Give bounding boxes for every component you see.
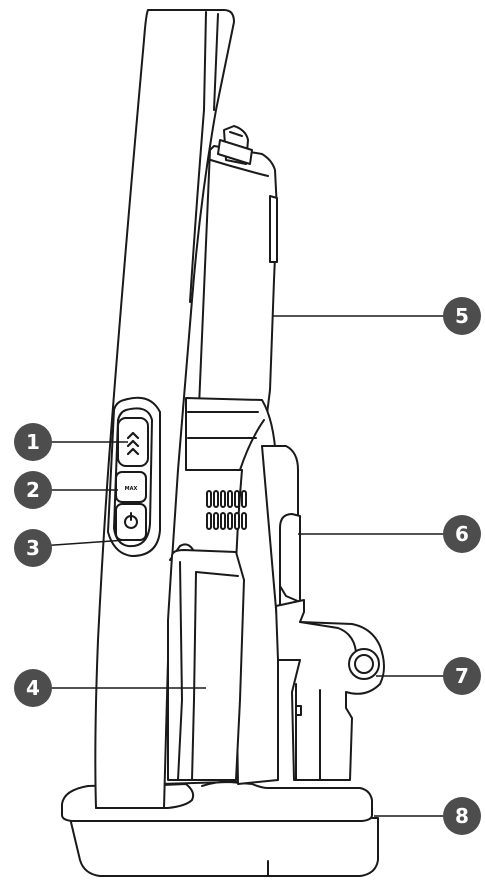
callout-number: 7 (455, 664, 469, 688)
handle (167, 549, 245, 781)
callout-marker (14, 423, 52, 461)
callout-number: 4 (26, 676, 40, 700)
callout-8: 8 (443, 797, 481, 835)
power-button[interactable] (115, 503, 147, 541)
air-vents (206, 490, 247, 530)
callout-number: 8 (455, 804, 469, 828)
callout-number: 2 (26, 478, 40, 502)
callout-2: 2 (14, 471, 52, 509)
callout-5: 5 (443, 297, 481, 335)
dust-container (197, 125, 278, 431)
callout-number: 1 (26, 430, 40, 454)
release-latch (279, 513, 301, 621)
callout-4: 4 (14, 669, 52, 707)
max-button[interactable] (115, 471, 147, 503)
max-button-label: MAX (125, 486, 138, 492)
leader-lines (39, 315, 446, 817)
callout-6: 6 (443, 515, 481, 553)
callout-marker (443, 515, 481, 553)
callout-marker (443, 657, 481, 695)
callout-number: 6 (455, 522, 469, 546)
callout-7: 7 (443, 657, 481, 695)
callout-number: 5 (455, 304, 469, 328)
callout-marker (443, 797, 481, 835)
callout-marker (14, 669, 52, 707)
callout-marker (14, 471, 52, 509)
callout-marker (443, 297, 481, 335)
callout-marker (14, 529, 52, 567)
callout-3: 3 (14, 529, 52, 567)
main-body (94, 9, 235, 809)
nozzle (275, 599, 385, 781)
callout-1: 1 (14, 423, 52, 461)
callout-number: 3 (26, 536, 40, 560)
